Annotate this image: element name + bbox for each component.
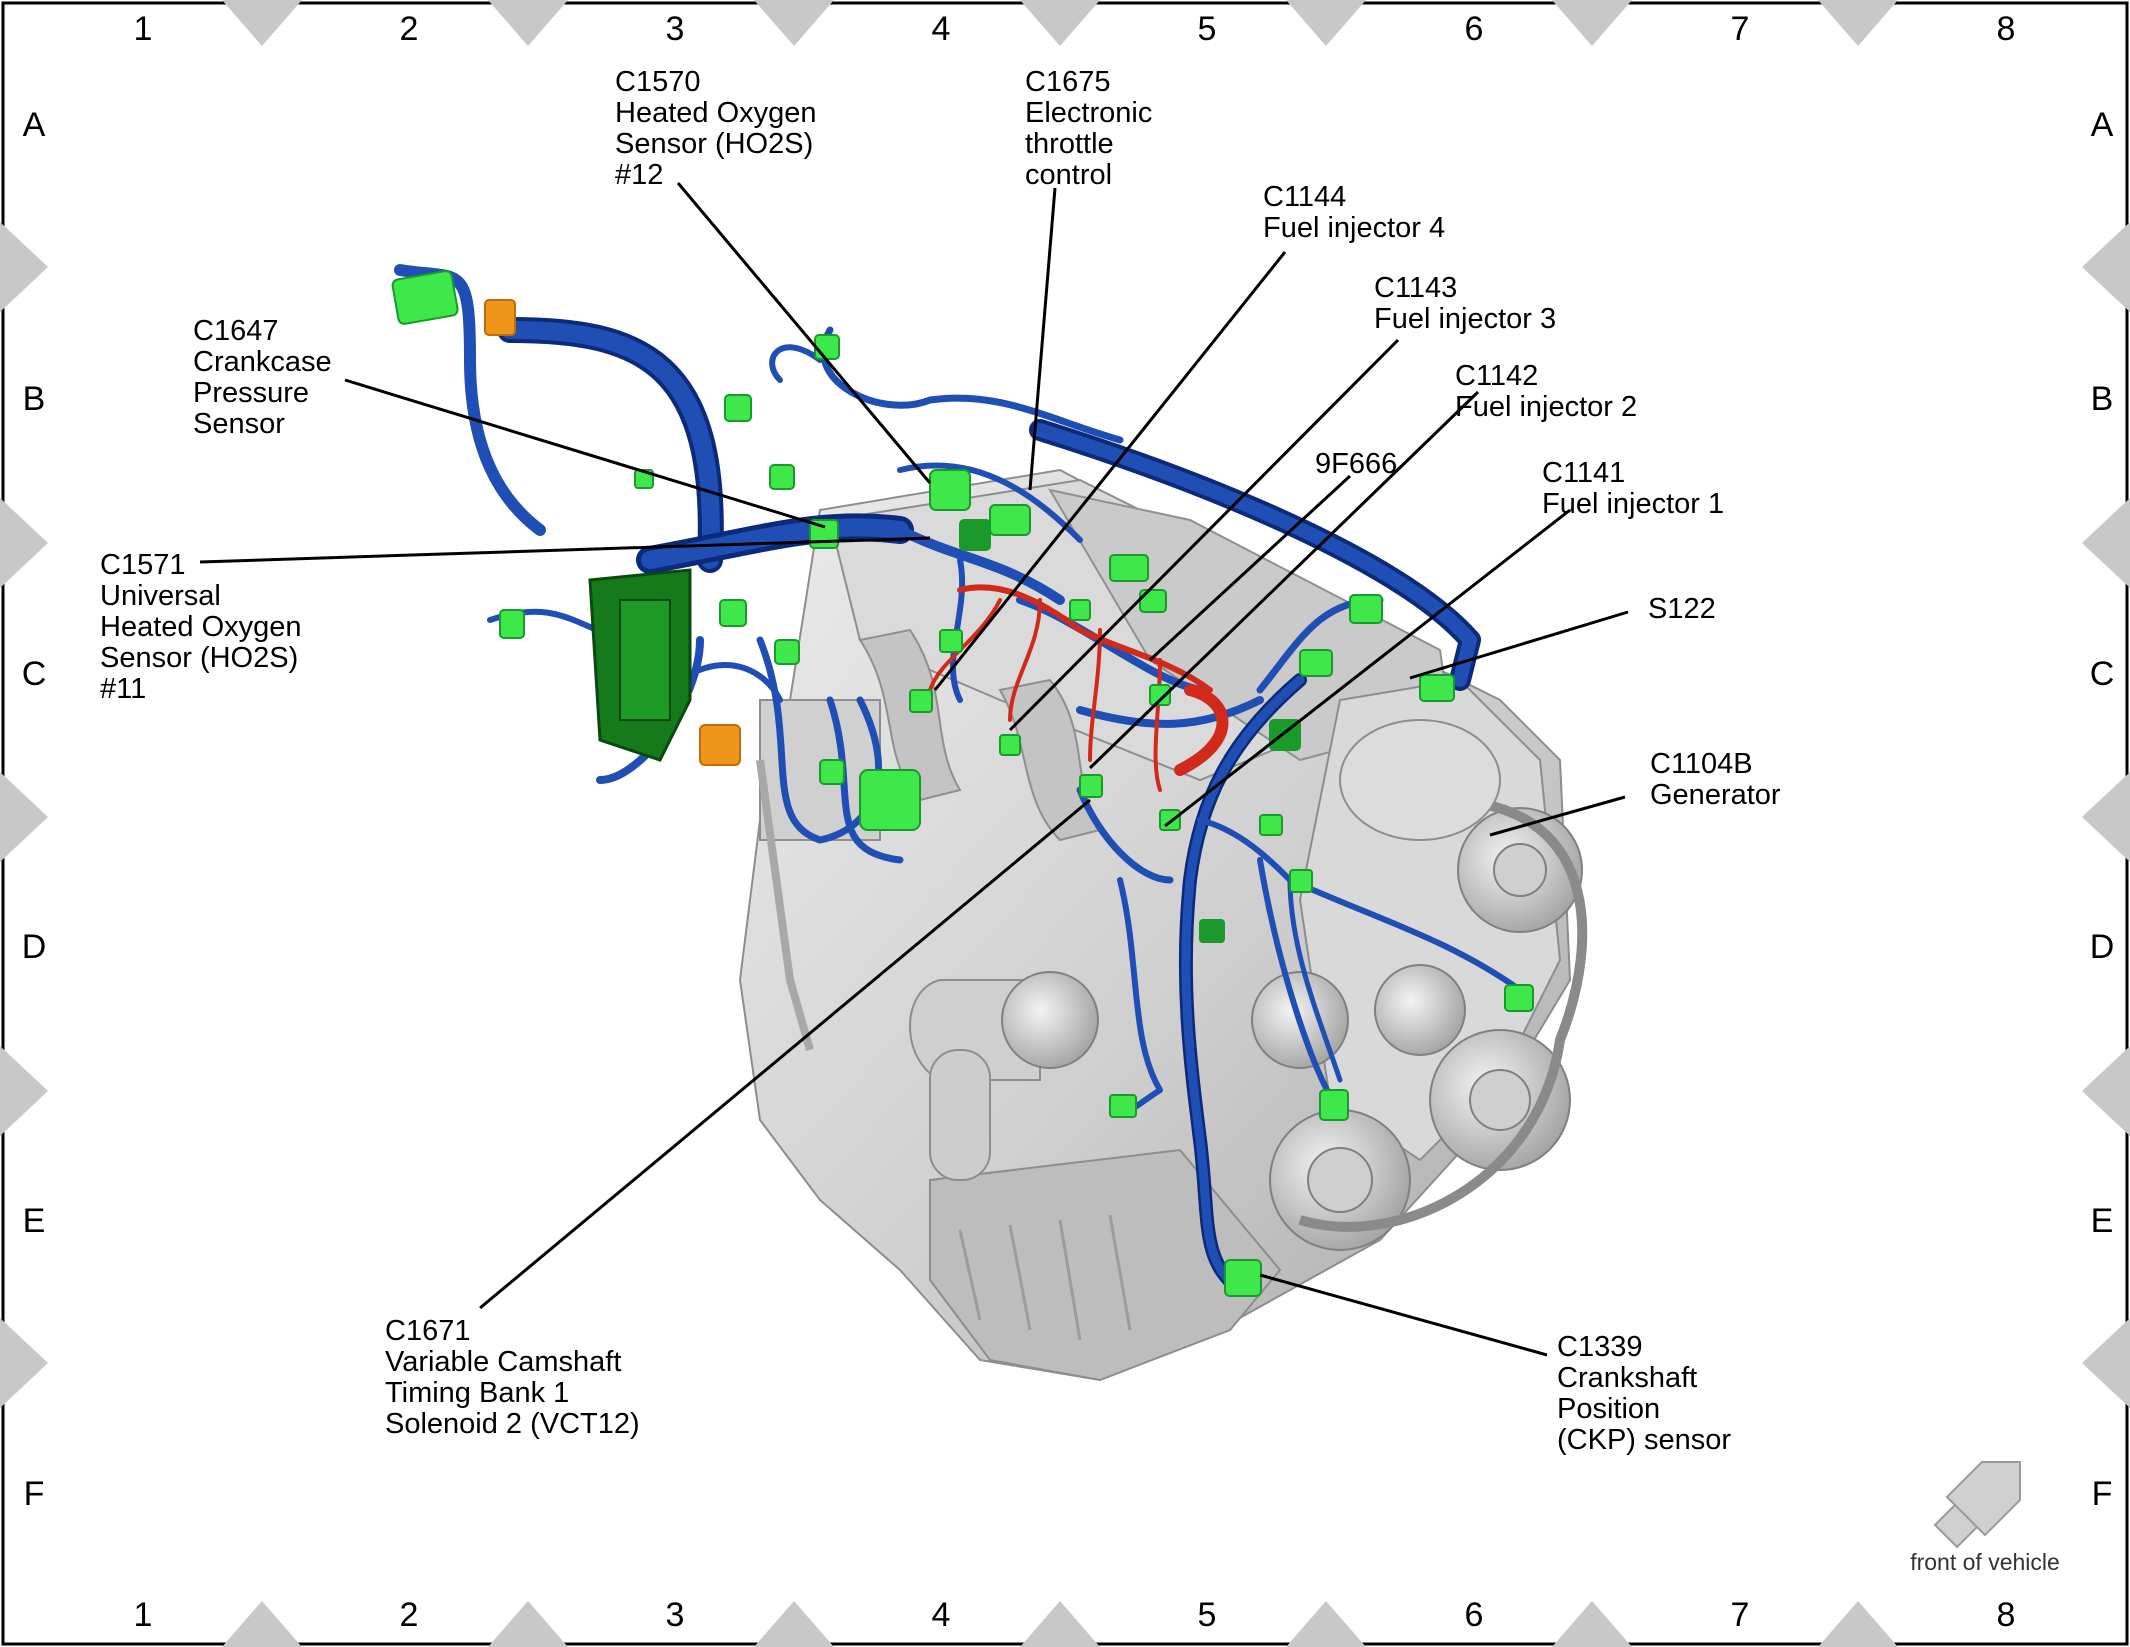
grid-columns-top: 1 2 3 4 5 6 7 8 [134, 10, 2016, 48]
callout-c1339-line: (CKP) sensor [1557, 1424, 1731, 1456]
grid-column-label: 7 [1731, 10, 1750, 48]
grid-row-label: C [2090, 655, 2115, 693]
callout-c1570-line: Sensor (HO2S) [615, 128, 813, 160]
grid-column-label: 3 [666, 10, 685, 48]
grid-column-label: 5 [1198, 10, 1217, 48]
leader-lines [199, 182, 1629, 1357]
grid-row-label: F [2092, 1475, 2113, 1513]
grid-column-label: 8 [1997, 1596, 2016, 1634]
grid-row-label: F [24, 1475, 45, 1513]
grid-row-label: D [22, 928, 47, 966]
callout-c1647-line: Crankcase [193, 346, 332, 378]
callout-c1571-line: C1571 [100, 549, 185, 581]
callout-c1104b-line: C1104B [1650, 748, 1753, 780]
grid-row-label: E [23, 1202, 46, 1240]
grid-column-label: 4 [932, 1596, 951, 1634]
callout-c1570-line: C1570 [615, 66, 700, 98]
callout-c1671-line: C1671 [385, 1315, 470, 1347]
grid-rows-right: A B C D E F [2090, 106, 2115, 1513]
callout-c1647-line: C1647 [193, 315, 278, 347]
grid-column-label: 8 [1997, 10, 2016, 48]
callout-c1675-line: C1675 [1025, 66, 1110, 98]
callout-c1675-line: control [1025, 159, 1112, 191]
engine-control-module [588, 568, 692, 762]
callout-c1671-line: Solenoid 2 (VCT12) [385, 1408, 640, 1440]
grid-column-label: 2 [400, 1596, 419, 1634]
grid-column-label: 6 [1465, 10, 1484, 48]
grid-columns-bottom: 1 2 3 4 5 6 7 8 [134, 1596, 2016, 1634]
front-arrow-icon [1933, 1461, 2021, 1549]
grid-column-label: 4 [932, 10, 951, 48]
callout-c1144-line: C1144 [1263, 181, 1346, 213]
callout-c1675-line: throttle [1025, 128, 1114, 160]
callout-c1671-line: Variable Camshaft [385, 1346, 621, 1378]
callout-c1671-line: Timing Bank 1 [385, 1377, 569, 1409]
callout-c1571-line: Heated Oxygen [100, 611, 302, 643]
grid-row-label: B [23, 380, 46, 418]
callout-c1571-line: #11 [100, 673, 146, 705]
callout-c1104b-line: Generator [1650, 779, 1781, 811]
callout-c1339-line: Position [1557, 1393, 1660, 1425]
callout-c1339-line: C1339 [1557, 1331, 1642, 1363]
grid-column-label: 1 [134, 1596, 153, 1634]
callout-c1570-line: #12 [615, 159, 663, 191]
grid-row-label: C [22, 655, 47, 693]
grid-column-label: 3 [666, 1596, 685, 1634]
grid-column-label: 5 [1198, 1596, 1217, 1634]
front-of-vehicle-label: front of vehicle [1910, 1549, 2060, 1575]
callout-c1143-line: C1143 [1374, 272, 1457, 304]
grid-row-label: B [2091, 380, 2114, 418]
grid-row-label: A [23, 106, 46, 144]
callout-c1142-line: C1142 [1455, 360, 1538, 392]
callout-c1647-line: Pressure [193, 377, 309, 409]
callout-c1144-line: Fuel injector 4 [1263, 212, 1445, 244]
callout-c1339-line: Crankshaft [1557, 1362, 1697, 1394]
grid-row-label: D [2090, 928, 2115, 966]
grid-column-label: 2 [400, 10, 419, 48]
callout-c1570-line: Heated Oxygen [615, 97, 817, 129]
grid-row-label: E [2091, 1202, 2114, 1240]
callout-c1143-line: Fuel injector 3 [1374, 303, 1556, 335]
callout-c1675-line: Electronic [1025, 97, 1152, 129]
callout-c1141-line: Fuel injector 1 [1542, 488, 1724, 520]
grid-column-label: 1 [134, 10, 153, 48]
callout-c9f666-line: 9F666 [1315, 448, 1397, 480]
grid-column-label: 6 [1465, 1596, 1484, 1634]
connectors [391, 270, 1534, 1297]
front-of-vehicle-indicator: front of vehicle [1910, 1461, 2060, 1575]
grid-rows-left: A B C D E F [22, 106, 47, 1513]
callout-c1647-line: Sensor [193, 408, 285, 440]
callout-c1141-line: C1141 [1542, 457, 1625, 489]
grid-row-label: A [2091, 106, 2114, 144]
callout-c1571-line: Sensor (HO2S) [100, 642, 298, 674]
grid-column-label: 7 [1731, 1596, 1750, 1634]
callout-c1571-line: Universal [100, 580, 221, 612]
callout-c1142-line: Fuel injector 2 [1455, 391, 1637, 423]
callout-s122-line: S122 [1648, 593, 1716, 625]
